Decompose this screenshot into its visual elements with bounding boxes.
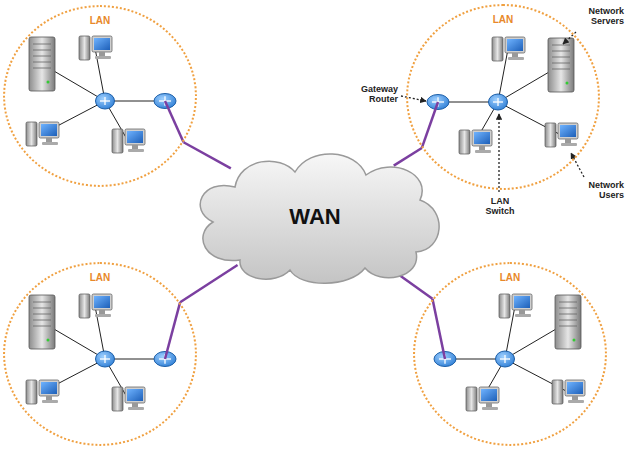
pc-icon <box>79 36 112 60</box>
pc-icon <box>492 37 525 61</box>
pc-icon <box>552 380 585 404</box>
lan-title: LAN <box>5 272 195 283</box>
uplink-cable <box>422 102 438 148</box>
switch-icon <box>489 94 508 110</box>
pc-icon <box>545 123 578 147</box>
pc-icon <box>26 380 59 404</box>
pc-icon <box>112 387 145 411</box>
lan-devices <box>427 37 578 154</box>
pc-icon <box>26 122 59 146</box>
wan-cloud: WAN <box>180 140 450 290</box>
switch-icon <box>96 93 115 109</box>
pc-icon <box>499 294 532 318</box>
pc-icon <box>79 294 112 318</box>
lan-circle: LAN <box>406 4 600 190</box>
lan-title: LAN <box>5 15 195 26</box>
lan-circle: LAN <box>3 262 197 446</box>
server-icon <box>29 37 55 91</box>
wan-link <box>184 142 231 168</box>
lan-title: LAN <box>408 14 598 25</box>
lan-title: LAN <box>415 272 605 283</box>
pc-icon <box>466 387 499 411</box>
callout-label: Gateway Router <box>340 84 398 105</box>
uplink-cable <box>165 101 184 142</box>
leader-line <box>571 153 584 177</box>
lan-devices <box>26 294 176 411</box>
server-icon <box>29 295 55 349</box>
wan-link <box>394 148 422 166</box>
server-icon <box>555 295 581 349</box>
server-icon <box>548 38 574 92</box>
switch-icon <box>96 351 115 367</box>
leader-lines <box>401 32 584 192</box>
uplink-cable <box>432 299 445 359</box>
leader-line <box>498 114 499 192</box>
leader-line <box>563 32 576 44</box>
callout-label: Network Users <box>572 180 624 201</box>
leader-line <box>401 96 426 101</box>
lan-devices <box>434 294 585 411</box>
lan-devices <box>26 36 176 153</box>
callout-label: LAN Switch <box>476 196 524 217</box>
uplink-cable <box>165 302 180 359</box>
lan-circle: LAN <box>3 5 197 187</box>
switch-icon <box>496 351 515 367</box>
wan-link <box>180 265 237 302</box>
callout-label: Network Servers <box>572 6 624 27</box>
pc-icon <box>112 129 145 153</box>
pc-icon <box>459 130 492 154</box>
wan-title: WAN <box>180 204 450 230</box>
lan-circle: LAN <box>413 262 607 446</box>
